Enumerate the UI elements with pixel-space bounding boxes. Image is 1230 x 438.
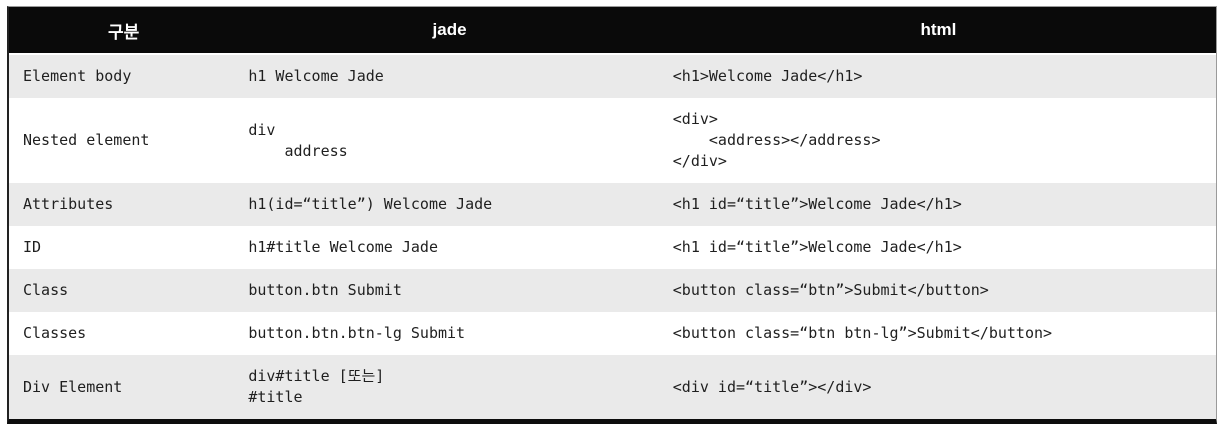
- jade-text: h1(id=“title”) Welcome Jade: [248, 195, 493, 213]
- jade-text: div address: [248, 120, 348, 160]
- html-text: <h1 id=“title”>Welcome Jade</h1>: [672, 195, 962, 213]
- html-text: <h1 id=“title”>Welcome Jade</h1>: [672, 238, 962, 256]
- table-row: Class button.btn Submit <button class=“btn…: [9, 269, 1216, 312]
- comparison-table: 구분 jade html Element body h1 Welcome Jade…: [9, 7, 1216, 419]
- cell-jade: h1(id=“title”) Welcome Jade: [238, 183, 660, 226]
- header-category: 구분: [9, 7, 239, 55]
- cell-html: <div id=“title”></div>: [661, 355, 1216, 419]
- category-text: Class: [23, 281, 69, 299]
- cell-category: ID: [9, 226, 238, 269]
- category-text: Element body: [23, 67, 132, 85]
- table-row: Element body h1 Welcome Jade <h1>Welcome J…: [9, 54, 1216, 98]
- header-html: html: [660, 7, 1216, 55]
- html-text: <div id=“title”></div>: [672, 377, 872, 396]
- cell-html: <h1 id=“title”>Welcome Jade</h1>: [661, 226, 1216, 269]
- jade-text: h1#title Welcome Jade: [248, 238, 438, 256]
- table-row: Div Element div#title [또는] #title <div id=…: [9, 355, 1216, 419]
- jade-text: div#title [또는] #title: [248, 367, 385, 406]
- html-text: <button class=“btn”>Submit</button>: [672, 281, 989, 299]
- cell-html: <button class=“btn btn-lg”>Submit</butto…: [661, 312, 1216, 355]
- category-text: ID: [23, 238, 42, 256]
- header-jade: jade: [238, 7, 661, 55]
- cell-jade: button.btn Submit: [238, 269, 660, 312]
- table-row: Attributes h1(id=“title”) Welcome Jade <h1…: [9, 183, 1216, 226]
- table-header-row: 구분 jade html: [9, 7, 1216, 55]
- html-text: <h1>Welcome Jade</h1>: [672, 67, 863, 85]
- cell-jade: div address: [238, 98, 660, 183]
- cell-jade: button.btn.btn-lg Submit: [238, 312, 660, 355]
- cell-jade: h1#title Welcome Jade: [238, 226, 660, 269]
- cell-html: <h1>Welcome Jade</h1>: [661, 54, 1216, 98]
- cell-html: <div> <address></address> </div>: [661, 98, 1216, 183]
- jade-text: button.btn Submit: [248, 281, 402, 299]
- cell-jade: div#title [또는] #title: [238, 355, 660, 419]
- table-row: Nested element div address <div> <address>…: [9, 98, 1216, 183]
- cell-category: Nested element: [9, 98, 238, 183]
- category-text: Div Element: [23, 377, 123, 396]
- table-body: Element body h1 Welcome Jade <h1>Welcome J…: [9, 54, 1216, 419]
- jade-text: button.btn.btn-lg Submit: [248, 324, 466, 342]
- html-text: <button class=“btn btn-lg”>Submit</butto…: [672, 324, 1053, 342]
- cell-category: Class: [9, 269, 238, 312]
- table-row: Classes button.btn.btn-lg Submit <button c…: [9, 312, 1216, 355]
- cell-category: Div Element: [9, 355, 238, 419]
- category-text: Nested element: [23, 131, 150, 149]
- cell-category: Element body: [9, 54, 238, 98]
- table-row: ID h1#title Welcome Jade <h1 id=“title”>We…: [9, 226, 1216, 269]
- jade-text: h1 Welcome Jade: [248, 67, 384, 85]
- cell-html: <h1 id=“title”>Welcome Jade</h1>: [661, 183, 1216, 226]
- cell-jade: h1 Welcome Jade: [238, 54, 660, 98]
- cell-html: <button class=“btn”>Submit</button>: [661, 269, 1216, 312]
- category-text: Classes: [23, 324, 87, 342]
- jade-html-comparison-table: 구분 jade html Element body h1 Welcome Jade…: [7, 6, 1217, 424]
- html-text: <div> <address></address> </div>: [672, 110, 881, 170]
- cell-category: Attributes: [9, 183, 238, 226]
- cell-category: Classes: [9, 312, 238, 355]
- category-text: Attributes: [23, 195, 114, 213]
